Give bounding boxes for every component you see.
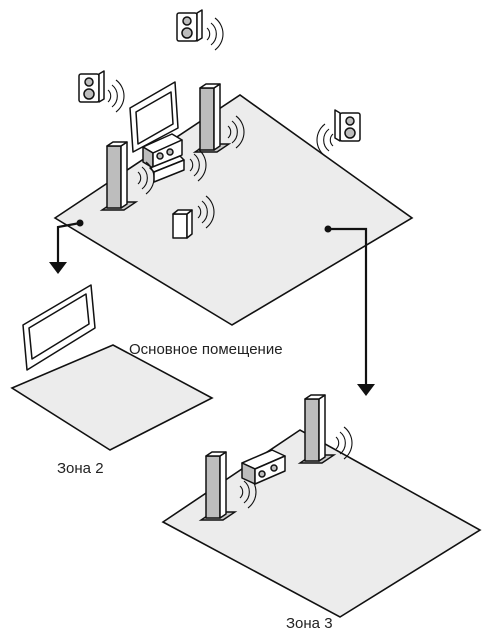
main-tv	[129, 81, 179, 153]
main-receiver	[142, 133, 185, 183]
arrow-to-zone2	[49, 219, 84, 274]
surround-right-speaker	[334, 109, 361, 142]
main-small-speaker	[172, 209, 193, 239]
wave-left	[107, 79, 125, 113]
wave-top	[206, 17, 224, 51]
zone3-caption: Зона 3	[286, 615, 333, 632]
surround-left-speaker	[78, 70, 105, 103]
zone2-floor	[10, 344, 214, 451]
main-room-caption: Основное помещение	[129, 341, 283, 358]
surround-top-speaker	[176, 9, 203, 42]
main-room-floor	[53, 94, 414, 326]
zone2-tv	[22, 284, 96, 371]
zone3-receiver	[241, 449, 286, 485]
zone2-caption: Зона 2	[57, 460, 104, 477]
arrow-to-zone3	[324, 225, 375, 396]
